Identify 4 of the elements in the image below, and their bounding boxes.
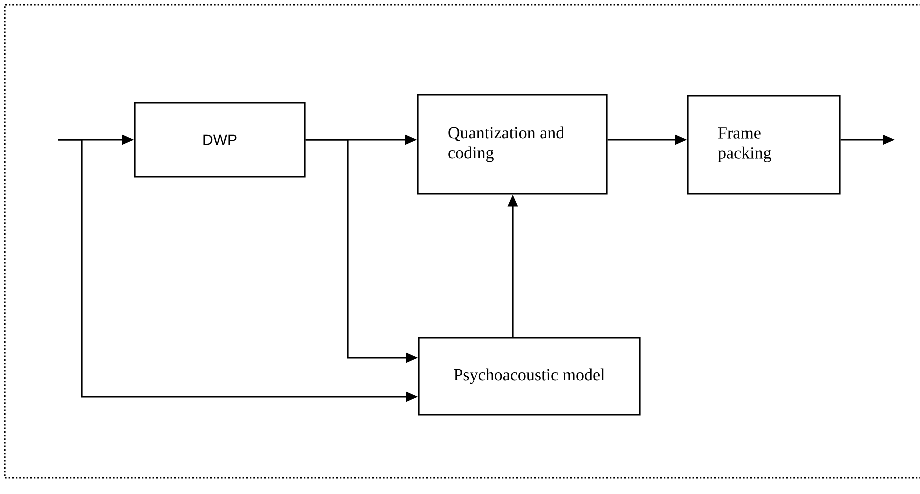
process-box: Psychoacoustic model — [418, 337, 641, 416]
process-box: Frame packing — [687, 95, 841, 195]
process-box: Quantization and coding — [417, 94, 608, 195]
process-box: DWP — [134, 102, 306, 178]
